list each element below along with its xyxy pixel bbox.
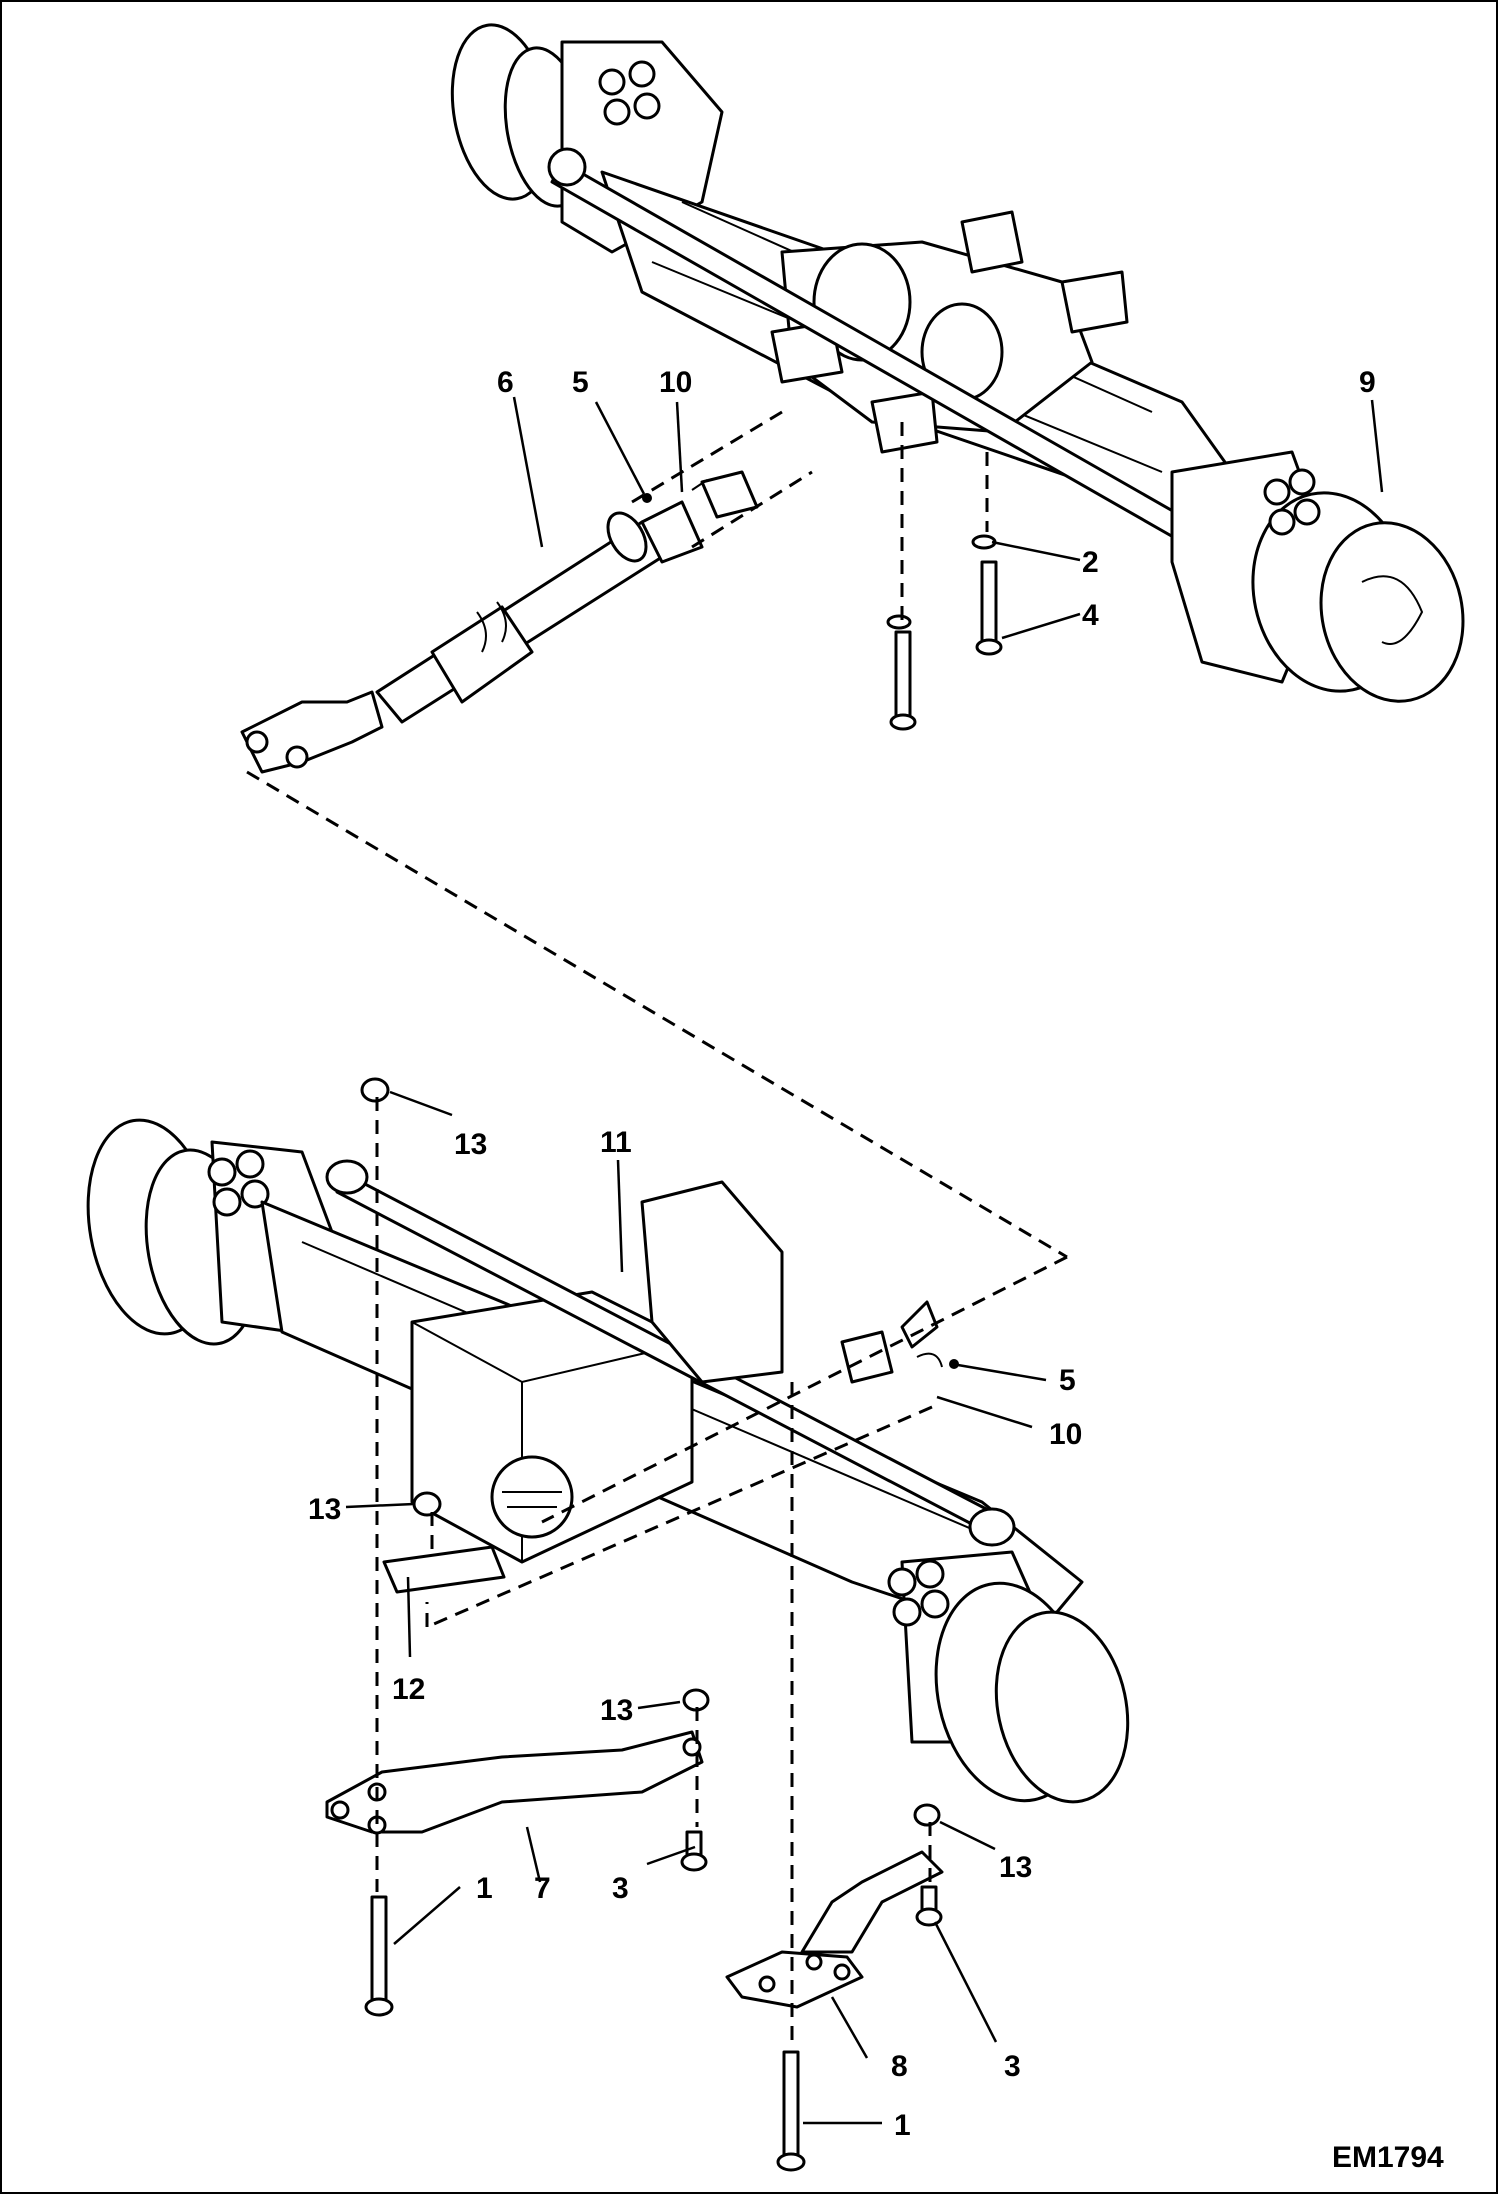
callouts: 6 5 10 9 2 4 13 11 5 10 13 12 13 13 7 3 … — [308, 366, 1444, 2174]
drive-shaft — [240, 470, 759, 774]
callout-13: 13 — [600, 1694, 633, 1727]
callout-6: 6 — [497, 366, 514, 399]
leader-lines — [345, 396, 1384, 2125]
callout-10: 10 — [659, 366, 692, 399]
callout-3: 3 — [1004, 2050, 1021, 2083]
callout-3: 3 — [612, 1872, 629, 1905]
callout-2: 2 — [1082, 546, 1099, 579]
alignment-line — [691, 470, 813, 549]
callout-11: 11 — [600, 1126, 632, 1159]
front-axle-assembly — [86, 1118, 1130, 1804]
bracket-12 — [382, 1545, 506, 1594]
document-id: EM1794 — [1332, 2141, 1444, 2174]
bolts-1-and-3 — [364, 1830, 943, 2172]
callout-5: 5 — [1059, 1364, 1076, 1397]
bolt-4-and-washer-2 — [886, 534, 1003, 731]
callout-8: 8 — [891, 2050, 908, 2083]
alignment-line — [541, 1255, 1068, 1524]
callout-4: 4 — [1082, 599, 1099, 632]
nuts-13 — [360, 1077, 941, 1827]
alignment-line — [246, 770, 1068, 1259]
callout-13: 13 — [999, 1851, 1032, 1884]
callout-1: 1 — [476, 1872, 493, 1905]
callout-12: 12 — [392, 1673, 425, 1706]
mount-7 — [325, 1730, 704, 1835]
callout-7: 7 — [534, 1872, 551, 1905]
callout-10: 10 — [1049, 1418, 1082, 1451]
mount-8 — [725, 1850, 944, 2009]
callout-9: 9 — [1359, 366, 1376, 399]
callout-5: 5 — [572, 366, 589, 399]
callout-1: 1 — [894, 2109, 911, 2142]
alignment-line — [631, 410, 783, 504]
rear-axle-assembly — [450, 23, 1465, 703]
callout-13: 13 — [454, 1128, 487, 1161]
callout-13: 13 — [308, 1493, 341, 1526]
